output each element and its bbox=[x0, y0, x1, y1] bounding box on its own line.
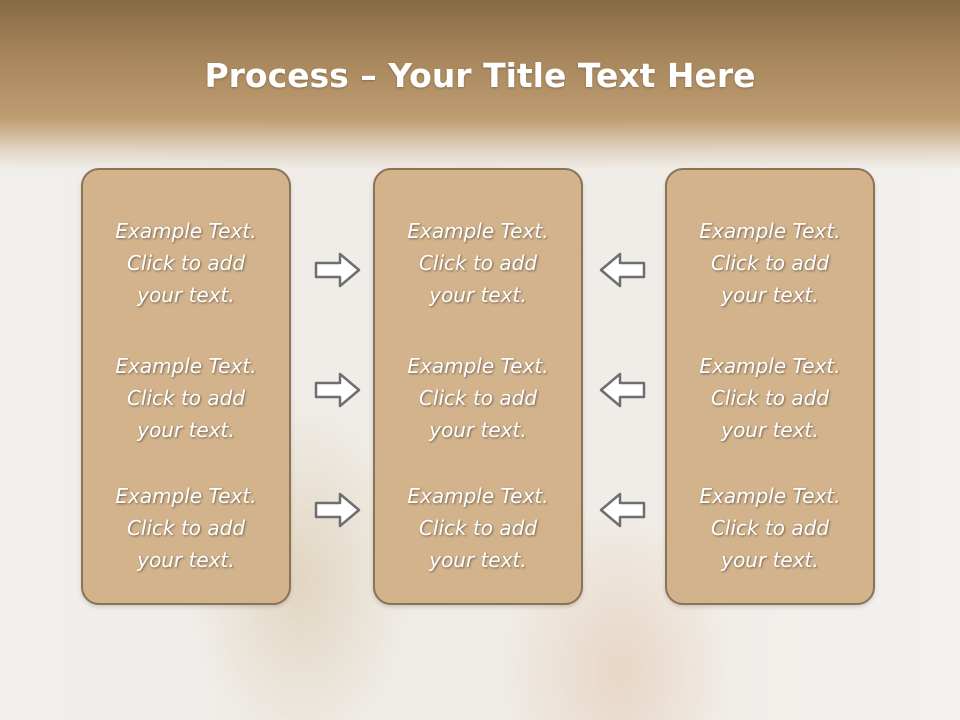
arrow-left-icon bbox=[599, 492, 646, 528]
text-line: Example Text. bbox=[699, 354, 841, 378]
text-line: your text. bbox=[721, 283, 819, 307]
text-item[interactable]: Example Text. Click to add your text. bbox=[667, 215, 873, 311]
text-line: Click to add bbox=[126, 386, 246, 410]
text-line: your text. bbox=[429, 418, 527, 442]
text-line: Click to add bbox=[710, 251, 830, 275]
text-line: Click to add bbox=[126, 251, 246, 275]
text-box-middle[interactable]: Example Text. Click to add your text. Ex… bbox=[373, 168, 583, 605]
text-line: your text. bbox=[721, 548, 819, 572]
text-line: Click to add bbox=[710, 516, 830, 540]
text-line: your text. bbox=[137, 283, 235, 307]
arrow-right-icon bbox=[314, 492, 361, 528]
text-line: Example Text. bbox=[699, 219, 841, 243]
text-item[interactable]: Example Text. Click to add your text. bbox=[83, 350, 289, 446]
text-line: your text. bbox=[429, 283, 527, 307]
arrow-left-icon bbox=[599, 252, 646, 288]
text-item[interactable]: Example Text. Click to add your text. bbox=[83, 480, 289, 576]
text-box-right[interactable]: Example Text. Click to add your text. Ex… bbox=[665, 168, 875, 605]
arrow-right-icon bbox=[314, 372, 361, 408]
slide-title[interactable]: Process – Your Title Text Here bbox=[0, 54, 960, 98]
text-line: Click to add bbox=[418, 386, 538, 410]
text-item[interactable]: Example Text. Click to add your text. bbox=[375, 350, 581, 446]
text-line: Click to add bbox=[710, 386, 830, 410]
text-line: your text. bbox=[429, 548, 527, 572]
arrow-left-icon bbox=[599, 372, 646, 408]
text-line: Example Text. bbox=[699, 484, 841, 508]
text-box-left[interactable]: Example Text. Click to add your text. Ex… bbox=[81, 168, 291, 605]
title-rest: – Your Title Text Here bbox=[348, 56, 756, 95]
text-item[interactable]: Example Text. Click to add your text. bbox=[375, 215, 581, 311]
text-line: Example Text. bbox=[407, 484, 549, 508]
text-item[interactable]: Example Text. Click to add your text. bbox=[83, 215, 289, 311]
text-line: Example Text. bbox=[115, 354, 257, 378]
text-line: Click to add bbox=[126, 516, 246, 540]
text-line: your text. bbox=[137, 548, 235, 572]
text-line: your text. bbox=[137, 418, 235, 442]
text-line: your text. bbox=[721, 418, 819, 442]
text-line: Click to add bbox=[418, 516, 538, 540]
text-line: Example Text. bbox=[407, 354, 549, 378]
text-line: Click to add bbox=[418, 251, 538, 275]
text-item[interactable]: Example Text. Click to add your text. bbox=[667, 350, 873, 446]
arrow-right-icon bbox=[314, 252, 361, 288]
text-item[interactable]: Example Text. Click to add your text. bbox=[375, 480, 581, 576]
title-bold: Process bbox=[204, 56, 349, 95]
text-line: Example Text. bbox=[407, 219, 549, 243]
text-line: Example Text. bbox=[115, 484, 257, 508]
header-band bbox=[0, 0, 960, 170]
text-line: Example Text. bbox=[115, 219, 257, 243]
text-item[interactable]: Example Text. Click to add your text. bbox=[667, 480, 873, 576]
